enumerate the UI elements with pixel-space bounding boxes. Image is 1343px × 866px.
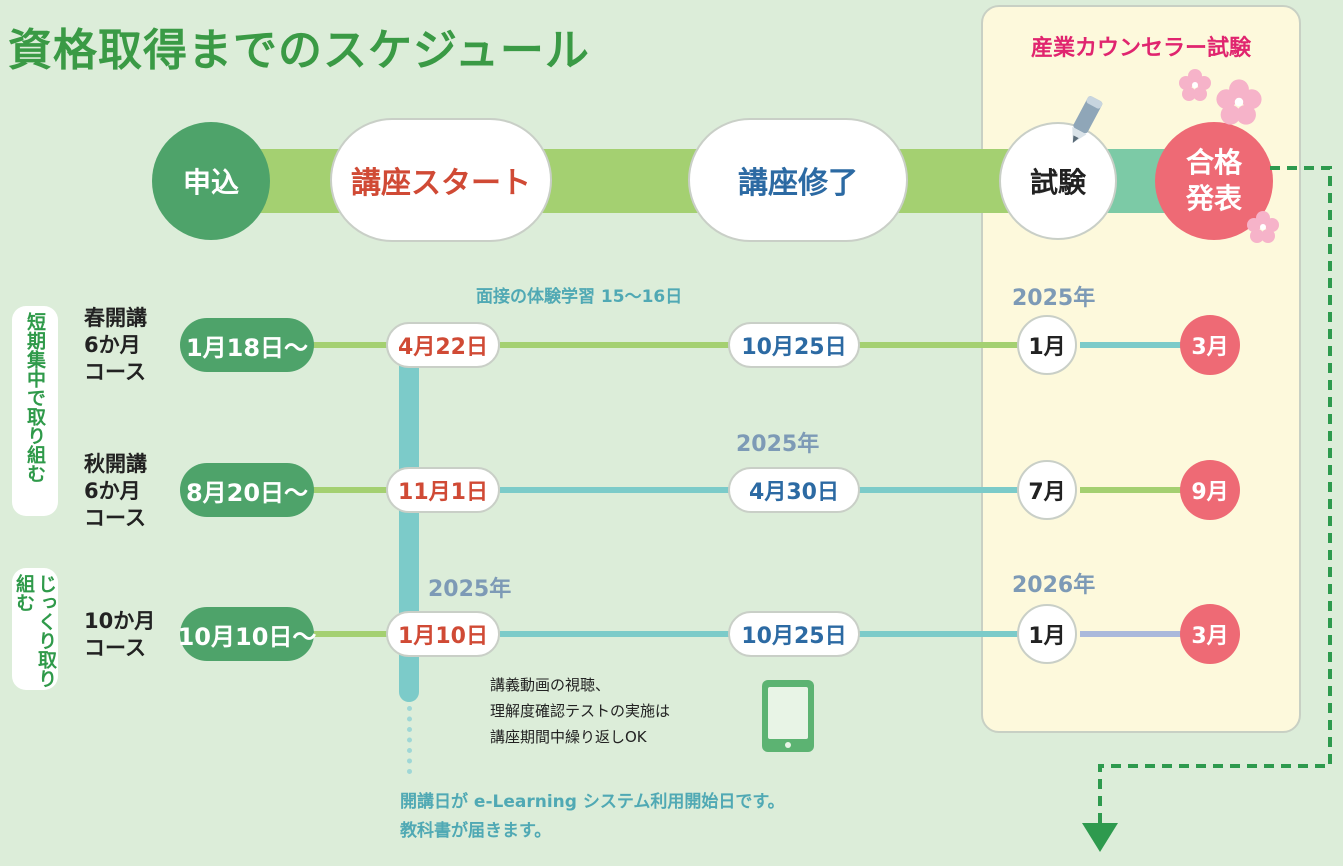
timeline-line [850,631,1030,637]
timeline-line [850,342,1030,348]
stage-course-start: 講座スタート [330,118,552,242]
pass-month: 3月 [1180,604,1240,664]
apply-date: 1月18日～ [180,318,314,372]
timeline-line [300,631,400,637]
exam-month: 1月 [1017,315,1077,375]
sakura-icon [1179,69,1211,101]
start-year: 2025年 [428,577,512,602]
pass-month: 9月 [1180,460,1240,520]
elearning-dotted-line [407,706,412,774]
finish-date: 4月30日 [728,467,860,513]
apply-date: 10月10日～ [178,607,316,661]
elearning-note: 講義動画の視聴、 理解度確認テストの実施は 講座期間中繰り返しOK [490,676,671,746]
side-label-long: じっくり取り組む [12,568,58,690]
side-label-short: 短期集中で取り組む [12,306,58,516]
timeline-line [1080,487,1190,493]
timeline-line [850,487,1030,493]
exam-panel-title: 産業カウンセラー試験 [1030,36,1251,61]
pass-month: 3月 [1180,315,1240,375]
pencil-icon [1072,96,1103,143]
timeline-line [1080,342,1190,348]
sakura-icon [1247,211,1279,243]
stage-apply: 申込 [152,122,270,240]
exam-year: 2026年 [1012,573,1096,598]
exam-year: 2025年 [1012,286,1096,311]
stage-course-finish: 講座修了 [688,118,908,242]
apply-date: 8月20日～ [180,463,314,517]
tablet-icon [762,680,814,752]
course-label: 春開講 6か月 コース [84,306,147,384]
finish-date: 10月25日 [728,322,860,368]
finish-date: 10月25日 [728,611,860,657]
start-date: 11月1日 [386,467,500,513]
start-date: 4月22日 [386,322,500,368]
timeline-line [300,342,400,348]
timeline-line [1080,631,1190,637]
sakura-icon [1216,79,1262,125]
start-date: 1月10日 [386,611,500,657]
timeline-line [300,487,400,493]
exam-month: 7月 [1017,460,1077,520]
finish-year: 2025年 [736,432,820,457]
stage-exam: 試験 [999,122,1117,240]
course-label: 10か月 コース [84,609,156,660]
exam-month: 1月 [1017,604,1077,664]
footer-note: 開講日が e-Learning システム利用開始日です。 教科書が届きます。 [400,792,785,841]
side-label-long-text: じっくり取り組む [13,574,57,688]
arrow-down-icon [1082,166,1332,852]
timeline-line [500,487,740,493]
course-label: 秋開講 6か月 コース [84,452,147,530]
timeline-line [500,631,740,637]
side-label-short-text: 短期集中で取り組む [24,312,46,483]
interview-note: 面接の体験学習 15～16日 [476,287,683,307]
timeline-line [500,342,740,348]
page-title: 資格取得までのスケジュール [8,25,590,76]
